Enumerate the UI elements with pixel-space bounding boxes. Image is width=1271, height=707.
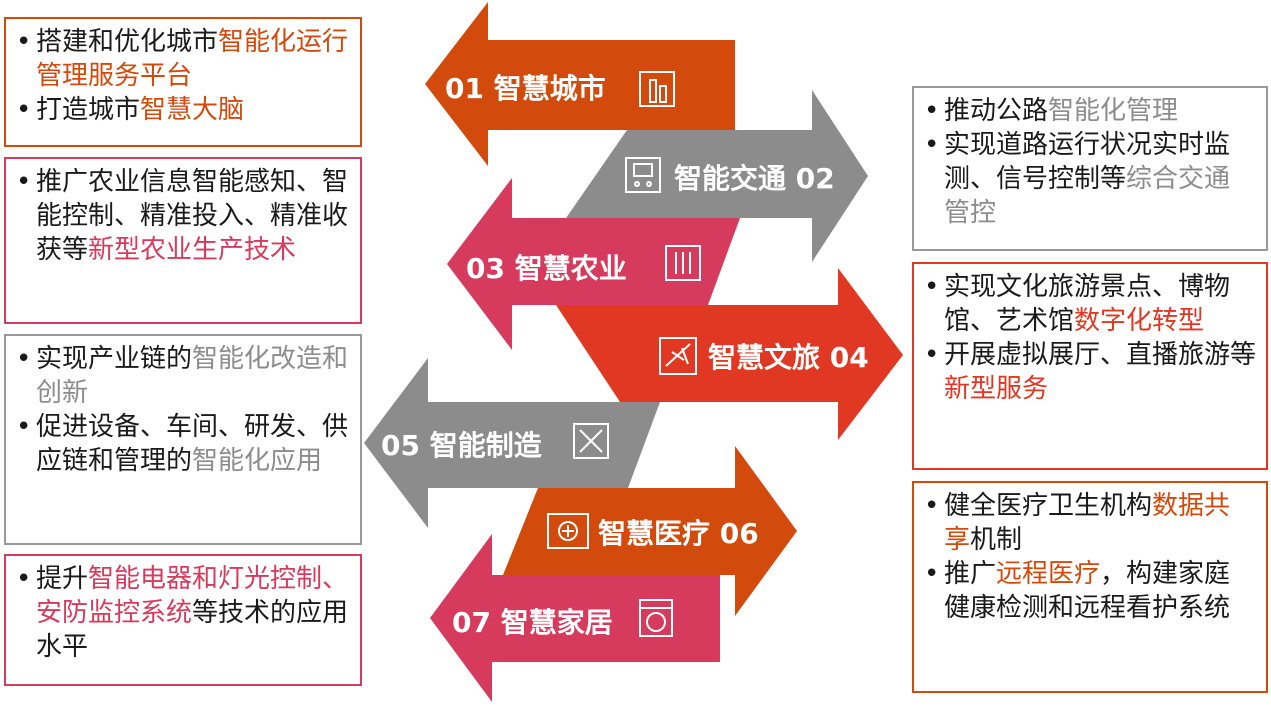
bullet-text: 开展虚拟展厅、直播旅游等 [944, 340, 1257, 370]
bullet-text: 机制 [970, 525, 1023, 555]
bullet-text: 实现文化旅游景点、博物馆、艺术馆 [944, 272, 1231, 336]
bullet-text: 促进设备、车间、研发、供应链和管理的 [36, 412, 349, 476]
bullet-item: 搭建和优化城市智能化运行管理服务平台 [14, 25, 350, 93]
arrow-agri: 03 智慧农业 [447, 178, 740, 350]
home-info-box: 提升智能电器和灯光控制、安防监控系统等技术的应用水平 [4, 554, 362, 686]
bullet-text: 推广农业信息智能感知、智能控制、精准投入、精准收获等 [36, 167, 349, 265]
arrow-medical-shape [503, 446, 797, 616]
bullet-item: 提升智能电器和灯光控制、安防监控系统等技术的应用水平 [14, 562, 350, 664]
arrow-manufacturing-shape [364, 358, 660, 528]
bullet-text: 打造城市 [36, 95, 141, 125]
highlight-text: 智慧大脑 [140, 95, 245, 125]
arrow-medical-label: 智慧医疗 06 [598, 517, 759, 550]
bullet-text: 等技术的应用水平 [36, 598, 349, 662]
arrow-medical: 智慧医疗 06 [503, 446, 797, 616]
highlight-text: 新型农业生产技术 [88, 235, 297, 265]
arrow-traffic: 智能交通 02 [566, 90, 868, 262]
arrow-home-shape [430, 534, 720, 702]
bullet-item: 健全医疗卫生机构数据共享机制 [922, 489, 1256, 557]
bullet-item: 推动公路智能化管理 [922, 94, 1256, 128]
bullet-text: 推广 [944, 559, 997, 589]
tools-icon [573, 423, 609, 459]
medical-kit-icon [547, 513, 589, 549]
bullet-text: 实现产业链的 [36, 344, 193, 374]
agri-info-box: 推广农业信息智能感知、智能控制、精准投入、精准收获等新型农业生产技术 [4, 157, 362, 324]
airplane-icon [659, 337, 697, 375]
bullet-item: 开展虚拟展厅、直播旅游等新型服务 [922, 338, 1256, 406]
arrow-traffic-label: 智能交通 02 [674, 162, 835, 195]
arrow-city: 01 智慧城市 [425, 2, 735, 166]
tourism-info-box: 实现文化旅游景点、博物馆、艺术馆数字化转型开展虚拟展厅、直播旅游等新型服务 [912, 262, 1268, 470]
arrow-agri-label: 03 智慧农业 [466, 252, 627, 285]
traffic-info-box: 推动公路智能化管理实现道路运行状况实时监测、信号控制等综合交通管控 [912, 86, 1268, 251]
arrow-home-label: 07 智慧家居 [452, 606, 613, 639]
bullet-item: 促进设备、车间、研发、供应链和管理的智能化应用 [14, 410, 350, 478]
highlight-text: 智能化改造和创新 [36, 344, 349, 408]
arrow-traffic-shape [566, 90, 868, 262]
highlight-text: 远程医疗 [996, 559, 1101, 589]
highlight-text: 数字化转型 [1074, 306, 1205, 336]
arrow-city-shape [425, 2, 735, 166]
crop-icon [665, 245, 701, 281]
highlight-text: 智能电器和灯光控制、安防监控系统 [36, 564, 349, 628]
bullet-item: 推广远程医疗，构建家庭健康检测和远程看护系统 [922, 557, 1256, 625]
bullet-item: 实现文化旅游景点、博物馆、艺术馆数字化转型 [922, 270, 1256, 338]
highlight-text: 智能化管理 [1048, 96, 1179, 126]
arrow-home: 07 智慧家居 [430, 534, 720, 702]
bullet-text: 搭建和优化城市 [36, 27, 219, 57]
highlight-text: 综合交通管控 [944, 164, 1231, 228]
highlight-text: 新型服务 [944, 374, 1049, 404]
arrow-tourism-label: 智慧文旅 04 [708, 341, 869, 374]
building-icon [639, 71, 675, 107]
bullet-text: 提升 [36, 564, 89, 594]
highlight-text: 数据共享 [944, 491, 1231, 555]
arrow-tourism-shape [556, 268, 903, 440]
bullet-item: 推广农业信息智能感知、智能控制、精准投入、精准收获等新型农业生产技术 [14, 165, 350, 267]
bullet-item: 打造城市智慧大脑 [14, 93, 350, 127]
bullet-item: 实现产业链的智能化改造和创新 [14, 342, 350, 410]
manufacturing-info-box: 实现产业链的智能化改造和创新促进设备、车间、研发、供应链和管理的智能化应用 [4, 334, 362, 545]
city-info-box: 搭建和优化城市智能化运行管理服务平台打造城市智慧大脑 [4, 17, 362, 147]
arrow-manufacturing: 05 智能制造 [364, 358, 660, 528]
arrow-manufacturing-label: 05 智能制造 [381, 429, 542, 462]
bullet-text: 实现道路运行状况实时监测、信号控制等 [944, 130, 1231, 194]
arrow-city-label: 01 智慧城市 [445, 72, 606, 105]
bullet-item: 实现道路运行状况实时监测、信号控制等综合交通管控 [922, 128, 1256, 230]
medical-info-box: 健全医疗卫生机构数据共享机制推广远程医疗，构建家庭健康检测和远程看护系统 [912, 481, 1268, 693]
bullet-text: 健全医疗卫生机构 [944, 491, 1153, 521]
highlight-text: 智能化应用 [192, 446, 323, 476]
highlight-text: 智能化运行管理服务平台 [36, 27, 349, 91]
bus-icon [625, 157, 661, 193]
arrow-tourism: 智慧文旅 04 [556, 268, 903, 440]
bullet-text: 推动公路 [944, 96, 1049, 126]
arrow-agri-shape [447, 178, 740, 350]
bullet-text: ，构建家庭健康检测和远程看护系统 [944, 559, 1231, 623]
washing-machine-icon [639, 599, 673, 637]
